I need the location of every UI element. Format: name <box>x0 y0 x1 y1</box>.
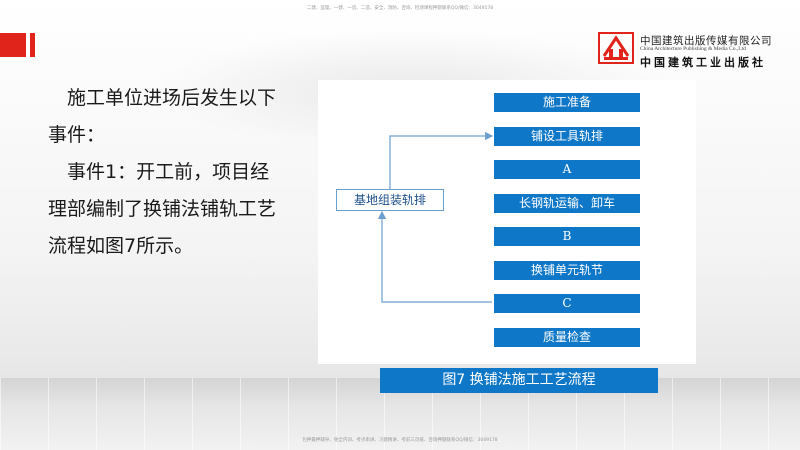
flow-step-8: 质量检查 <box>494 327 640 347</box>
top-note: 二建、监理、一建、一造、二造、安全、消防、咨询、检测课程押题联系QQ/微信：30… <box>306 6 494 11</box>
flow-step-7: C <box>494 294 640 313</box>
flow-step-3: A <box>494 160 640 179</box>
side-step-box: 基地组装轨排 <box>336 189 444 211</box>
paragraph-event-1: 事件1：开工前，项目经理部编制了换铺法铺轨工艺流程如图7所示。 <box>48 161 277 257</box>
question-text: 施工单位进场后发生以下事件： 事件1：开工前，项目经理部编制了换铺法铺轨工艺流程… <box>48 80 288 265</box>
accent-bar-stripe <box>30 33 35 57</box>
arrow-to-step-2 <box>389 131 494 189</box>
flow-step-5: B <box>494 227 640 246</box>
bottom-note: 包押最押辅导、免全内训、考点串讲、习题精讲、考前三页纸、咨询押题联系QQ/微信：… <box>302 438 498 443</box>
publisher-name-en: China Architecture Publishing & Media Co… <box>640 46 746 52</box>
paragraph-intro: 施工单位进场后发生以下事件： <box>48 87 277 146</box>
publisher-name-cn-secondary: 中国建筑工业出版社 <box>640 56 766 69</box>
publisher-logo-icon <box>598 32 634 64</box>
figure-caption: 图7 换铺法施工工艺流程 <box>380 368 658 393</box>
accent-bar <box>0 33 26 57</box>
flow-step-4: 长钢轨运输、卸车 <box>494 193 640 213</box>
publisher-name-cn: 中国建筑出版传媒有限公司 <box>640 35 772 47</box>
flow-step-2: 铺设工具轨排 <box>494 126 640 146</box>
flow-step-6: 换铺单元轨节 <box>494 260 640 280</box>
flow-step-1: 施工准备 <box>494 93 640 112</box>
arrow-to-side-box <box>377 210 492 303</box>
